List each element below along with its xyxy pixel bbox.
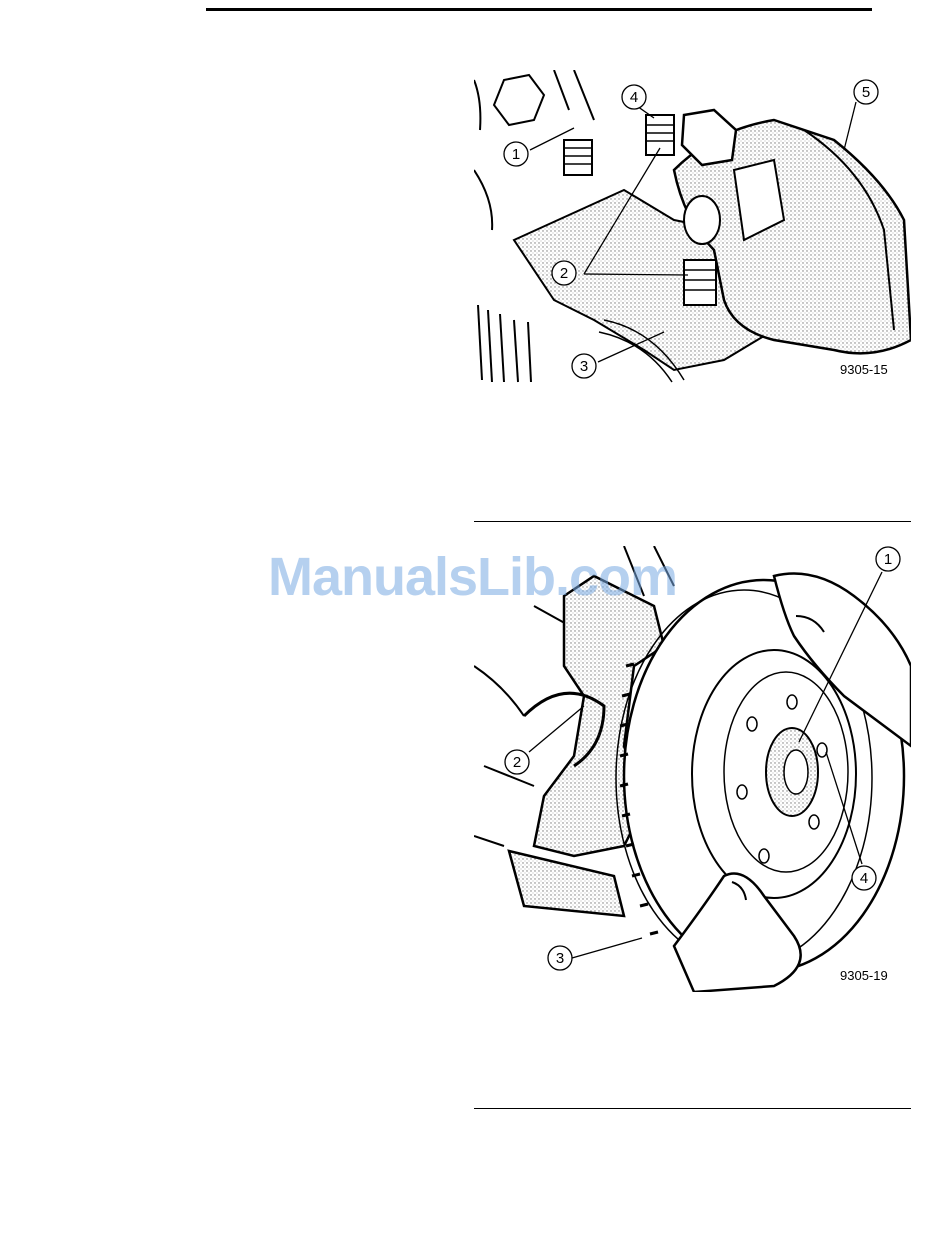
caliper-illustration: 1 2 3 4 5 9305-15 [474, 70, 911, 384]
callout-1: 1 [884, 551, 892, 568]
callout-4: 4 [630, 89, 638, 106]
callout-2: 2 [513, 754, 521, 771]
callout-3: 3 [556, 950, 564, 967]
rotor-illustration: 1 2 3 4 9305-19 [474, 546, 911, 992]
figure-id: 9305-19 [840, 968, 888, 983]
figure-id: 9305-15 [840, 362, 888, 377]
figure-rotor-removal: 1 2 3 4 9305-19 [474, 546, 911, 992]
callout-4: 4 [860, 870, 868, 887]
header-rule [206, 8, 872, 11]
callout-5: 5 [862, 84, 870, 101]
figure-caliper-bolts: 1 2 3 4 5 9305-15 [474, 70, 911, 384]
watermark: ManualsLib.com [268, 546, 677, 608]
callout-1: 1 [512, 146, 520, 163]
callout-3: 3 [580, 358, 588, 375]
figure-separator [474, 521, 911, 522]
figure-separator [474, 1108, 911, 1109]
callout-2: 2 [560, 265, 568, 282]
